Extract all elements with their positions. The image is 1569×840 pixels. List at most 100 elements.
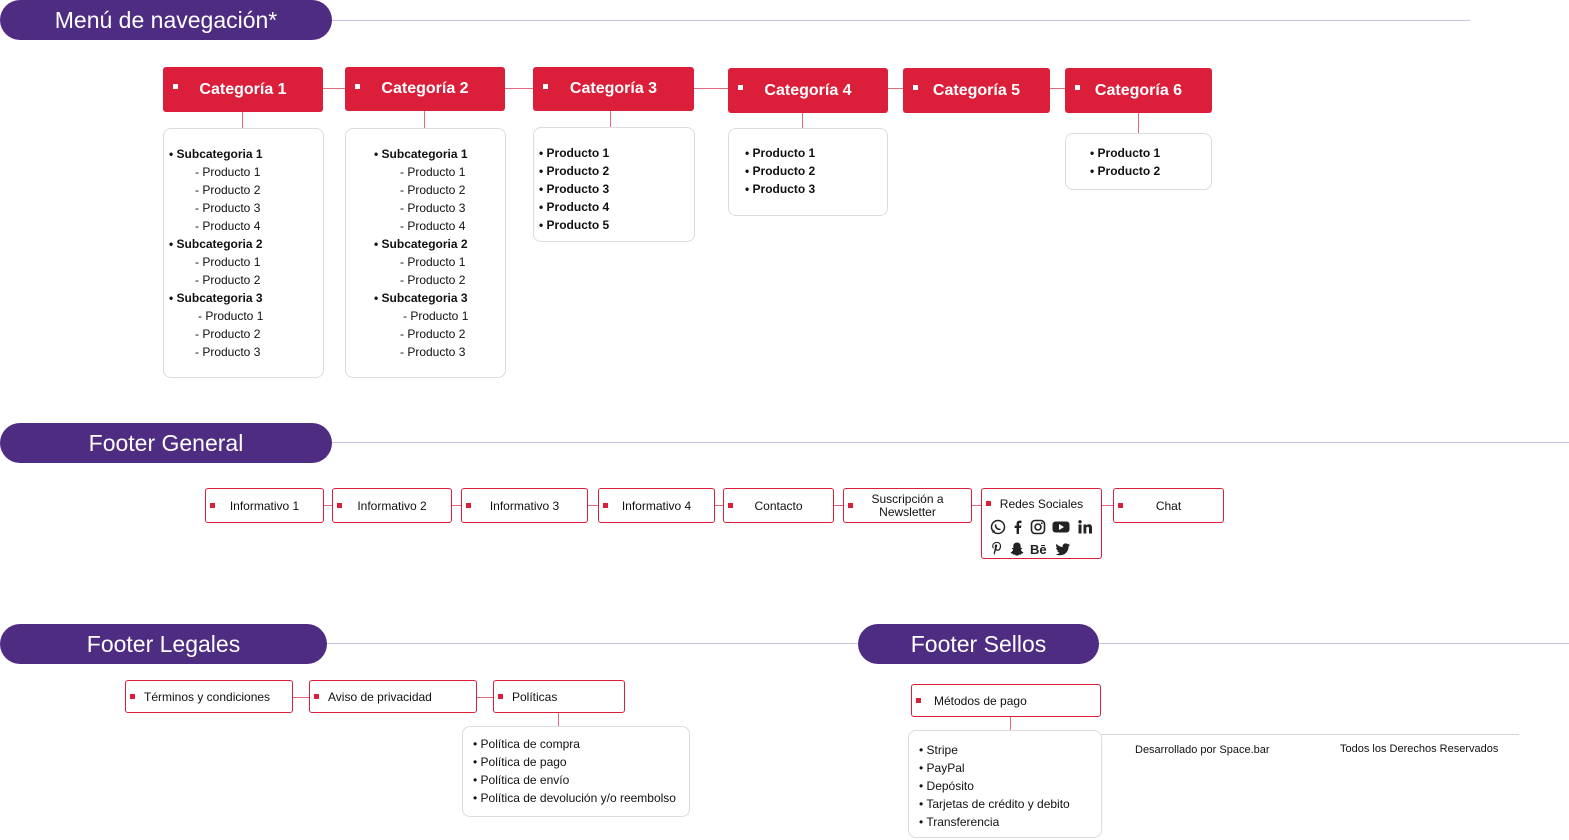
footer-link-chat[interactable]: Chat: [1113, 488, 1224, 523]
nav-divider: [320, 20, 1470, 21]
connector: [610, 111, 611, 128]
payment-methods-submenu: • Stripe • PayPal • Depósito • Tarjetas …: [908, 730, 1102, 838]
product-item[interactable]: • Producto 4: [539, 200, 610, 214]
payment-methods-box[interactable]: Métodos de pago: [911, 684, 1101, 717]
policy-item[interactable]: • Política de compra: [473, 737, 580, 751]
category-label: Categoría 4: [764, 81, 852, 99]
category-label: Categoría 3: [569, 80, 658, 97]
payment-item[interactable]: • Depósito: [919, 779, 974, 793]
connector: [558, 713, 559, 726]
subcategory-item[interactable]: • Subcategoria 2: [169, 237, 263, 251]
category-5-button[interactable]: Categoría 5: [903, 68, 1050, 113]
product-item[interactable]: - Producto 1: [195, 165, 261, 179]
policy-item[interactable]: • Política de envío: [473, 773, 570, 787]
footer-link-politicas[interactable]: Políticas: [493, 680, 625, 713]
product-item[interactable]: - Producto 4: [400, 219, 466, 233]
category-4-submenu: • Producto 1 • Producto 2 • Producto 3: [728, 128, 888, 216]
instagram-icon[interactable]: [1030, 519, 1046, 535]
category-label: Categoría 2: [381, 80, 469, 97]
product-item[interactable]: - Producto 2: [195, 183, 261, 197]
product-item[interactable]: - Producto 2: [195, 327, 261, 341]
category-2-button[interactable]: Categoría 2: [345, 67, 505, 111]
footer-link-informativo-1[interactable]: Informativo 1: [205, 488, 324, 523]
product-item[interactable]: - Producto 2: [400, 327, 466, 341]
subcategory-item[interactable]: • Subcategoria 1: [169, 147, 263, 161]
product-item[interactable]: - Producto 1: [195, 255, 261, 269]
linkedin-icon[interactable]: [1077, 519, 1093, 535]
snapchat-icon[interactable]: [1009, 541, 1025, 557]
bullet-icon: [498, 693, 503, 699]
product-item[interactable]: - Producto 4: [195, 219, 261, 233]
footer-link-contacto[interactable]: Contacto: [723, 488, 834, 523]
product-item[interactable]: - Producto 2: [400, 183, 466, 197]
bullet-icon: [173, 84, 178, 89]
facebook-icon[interactable]: [1010, 519, 1026, 535]
subcategory-item[interactable]: • Subcategoria 2: [374, 237, 468, 251]
product-item[interactable]: • Producto 1: [745, 146, 816, 160]
category-3-submenu: • Producto 1 • Producto 2 • Producto 3 •…: [533, 127, 695, 242]
product-item[interactable]: • Producto 2: [745, 164, 816, 178]
footer-link-label: Suscripción a: [871, 491, 944, 506]
category-3-button[interactable]: Categoría 3: [533, 67, 694, 111]
behance-icon[interactable]: Bē: [1030, 541, 1050, 557]
product-item[interactable]: - Producto 1: [400, 255, 466, 269]
payment-item[interactable]: • Tarjetas de crédito y debito: [919, 797, 1070, 811]
product-item[interactable]: • Producto 2: [1090, 164, 1161, 178]
footer-link-informativo-4[interactable]: Informativo 4: [598, 488, 715, 523]
category-label: Categoría 5: [932, 81, 1021, 99]
product-item[interactable]: - Producto 3: [400, 201, 466, 215]
footer-link-label: Aviso de privacidad: [328, 689, 432, 704]
footer-link-aviso-privacidad[interactable]: Aviso de privacidad: [309, 680, 477, 713]
product-item[interactable]: • Producto 3: [745, 182, 816, 196]
bullet-icon: [1118, 502, 1123, 508]
product-item[interactable]: - Producto 1: [400, 165, 466, 179]
section-title-text: Menú de navegación*: [54, 6, 278, 33]
bullet-icon: [848, 502, 853, 508]
policy-item[interactable]: • Política de devolución y/o reembolso: [473, 791, 676, 805]
product-item[interactable]: - Producto 1: [403, 309, 469, 323]
product-item[interactable]: - Producto 3: [195, 201, 261, 215]
footer-sellos-divider: [1090, 643, 1569, 644]
whatsapp-icon[interactable]: [990, 519, 1006, 535]
product-item[interactable]: • Producto 1: [1090, 146, 1161, 160]
subcategory-item[interactable]: • Subcategoria 3: [169, 291, 263, 305]
product-item[interactable]: • Producto 5: [539, 218, 610, 232]
payment-item[interactable]: • PayPal: [919, 761, 965, 775]
pinterest-icon[interactable]: [990, 541, 1004, 555]
category-6-button[interactable]: Categoría 6: [1065, 68, 1212, 113]
category-label: Categoría 1: [199, 80, 287, 98]
payment-item[interactable]: • Stripe: [919, 743, 958, 757]
product-item[interactable]: - Producto 2: [400, 273, 466, 287]
sellos-bottom-divider: [1101, 734, 1519, 735]
rights-reserved: Todos los Derechos Reservados: [1340, 743, 1499, 755]
category-1-button[interactable]: Categoría 1: [163, 67, 323, 112]
footer-social-box[interactable]: Redes Sociales Bē: [981, 488, 1102, 559]
footer-link-informativo-3[interactable]: Informativo 3: [461, 488, 588, 523]
product-item[interactable]: - Producto 3: [400, 345, 466, 359]
category-6-submenu: • Producto 1 • Producto 2: [1065, 133, 1212, 190]
connector: [424, 111, 425, 129]
footer-link-label: Redes Sociales: [999, 497, 1084, 511]
section-title-nav: Menú de navegación*: [0, 0, 332, 40]
product-item[interactable]: • Producto 2: [539, 164, 610, 178]
bullet-icon: [210, 502, 215, 508]
category-4-button[interactable]: Categoría 4: [728, 68, 888, 113]
bullet-icon: [466, 502, 471, 508]
product-item[interactable]: • Producto 1: [539, 146, 610, 160]
connector: [1010, 717, 1011, 730]
payment-item[interactable]: • Transferencia: [919, 815, 1000, 829]
subcategory-item[interactable]: • Subcategoria 3: [374, 291, 468, 305]
footer-link-terminos[interactable]: Términos y condiciones: [125, 680, 293, 713]
footer-link-newsletter[interactable]: Suscripción a Newsletter: [843, 488, 972, 523]
product-item[interactable]: - Producto 3: [195, 345, 261, 359]
product-item[interactable]: • Producto 3: [539, 182, 610, 196]
footer-link-label: Políticas: [512, 689, 558, 704]
product-item[interactable]: - Producto 1: [198, 309, 264, 323]
product-item[interactable]: - Producto 2: [195, 273, 261, 287]
policy-item[interactable]: • Política de pago: [473, 755, 567, 769]
bullet-icon: [913, 85, 918, 90]
footer-link-informativo-2[interactable]: Informativo 2: [332, 488, 452, 523]
youtube-icon[interactable]: [1052, 519, 1070, 535]
twitter-icon[interactable]: [1055, 541, 1071, 557]
subcategory-item[interactable]: • Subcategoria 1: [374, 147, 468, 161]
